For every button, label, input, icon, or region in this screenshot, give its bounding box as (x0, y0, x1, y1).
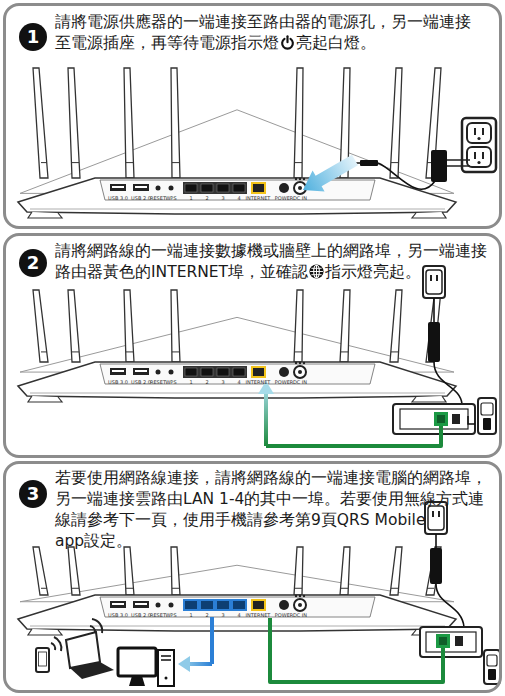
port-label: INTERNET (246, 380, 271, 385)
laptop (66, 619, 114, 679)
step-panel: 若要使用網路線連接，請將網路線的一端連接電腦的網路埠， 另一端連接雲路由LAN … (3, 461, 502, 693)
port-label: DC IN (293, 380, 307, 385)
desktop-monitor (118, 648, 156, 686)
port-label: 4 (237, 613, 240, 618)
port-label: INTERNET (246, 196, 271, 201)
instruction-text: 亮起白燈。 (296, 34, 376, 52)
insert-arrow (303, 155, 358, 192)
port-label: 3 (221, 380, 224, 385)
port-label: USB 2.0 (131, 196, 151, 201)
port-label: 3 (221, 196, 224, 201)
instruction-text-block: 若要使用網路線連接，請將網路線的一端連接電腦的網路埠， 另一端連接雲路由LAN … (55, 468, 495, 552)
modem (420, 627, 482, 657)
port-label: 2 (205, 196, 208, 201)
instruction-text: 請將網路線的一端連接數據機或牆壁上的網路埠，另一端連接 路由器黃色的INTERN… (55, 242, 487, 281)
port-label: 1 (189, 380, 192, 385)
smartphone (36, 637, 61, 672)
port-label: RESET (150, 380, 166, 385)
port-label: POWER (275, 380, 294, 385)
port-label: 3 (221, 613, 224, 618)
port-label: USB 3.0 (108, 196, 128, 201)
instruction-text-block: 請將網路線的一端連接數據機或牆壁上的網路埠，另一端連接 路由器黃色的INTERN… (55, 241, 495, 283)
ethernet-cable (258, 381, 441, 446)
port-label: WPS (165, 613, 176, 618)
port-label: USB 2.0 (131, 613, 151, 618)
wall-outlet (423, 266, 445, 298)
port-label: WPS (165, 196, 176, 201)
port-label: 2 (205, 613, 208, 618)
instruction-text: 若要使用網路線連接，請將網路線的一端連接電腦的網路埠， 另一端連接雲路由LAN … (55, 469, 487, 550)
step-panel: 請將電源供應器的一端連接至路由器的電源孔，另一端連接 至電源插座，再等待電源指示… (3, 3, 502, 229)
lan-ports-highlight (183, 599, 247, 611)
port-label: 4 (237, 196, 240, 201)
router-antennas (20, 547, 454, 602)
lan-cable (178, 617, 212, 672)
port-label: 1 (189, 613, 192, 618)
port-label: USB 2.0 (131, 380, 151, 385)
callout-number: 2 (19, 249, 47, 277)
instruction-text: 指示燈亮起。 (325, 263, 421, 281)
wall-outlet (484, 650, 500, 684)
callout-number-text: 1 (27, 28, 40, 46)
port-label: POWER (275, 196, 294, 201)
power-adapter (430, 534, 464, 627)
port-label: DC IN (293, 196, 307, 201)
port-label: WPS (165, 380, 176, 385)
instruction-text-block: 請將電源供應器的一端連接至路由器的電源孔，另一端連接 至電源插座，再等待電源指示… (55, 12, 495, 54)
router-antennas (20, 68, 454, 193)
desktop-tower (158, 650, 174, 686)
callout-number: 3 (19, 480, 47, 508)
power-adapter (428, 298, 462, 404)
port-label: RESET (150, 196, 166, 201)
port-label: USB 3.0 (108, 613, 128, 618)
port-label: RESET (150, 613, 166, 618)
step-panel: 請將網路線的一端連接數據機或牆壁上的網路埠，另一端連接 路由器黃色的INTERN… (3, 233, 502, 458)
port-label: DC IN (293, 613, 307, 618)
modem (393, 404, 475, 434)
port-label: USB 3.0 (108, 380, 128, 385)
instruction-text: 請將電源供應器的一端連接至路由器的電源孔，另一端連接 至電源插座，再等待電源指示… (55, 13, 471, 52)
wall-outlet (468, 398, 496, 434)
port-label: 2 (205, 380, 208, 385)
power-adapter (347, 150, 470, 189)
router-antennas (20, 290, 454, 372)
port-label: 4 (237, 380, 240, 385)
callout-number-text: 2 (27, 254, 40, 272)
router (18, 595, 456, 635)
wall-outlet (462, 118, 496, 172)
router (18, 178, 456, 218)
port-label: INTERNET (246, 613, 271, 618)
router (18, 362, 456, 402)
callout-number: 1 (19, 23, 47, 51)
port-label: 1 (189, 196, 192, 201)
globe-icon (309, 264, 324, 279)
power-icon (280, 35, 295, 50)
callout-number-text: 3 (27, 485, 40, 503)
ethernet-cable (270, 618, 443, 682)
port-label: POWER (275, 613, 294, 618)
